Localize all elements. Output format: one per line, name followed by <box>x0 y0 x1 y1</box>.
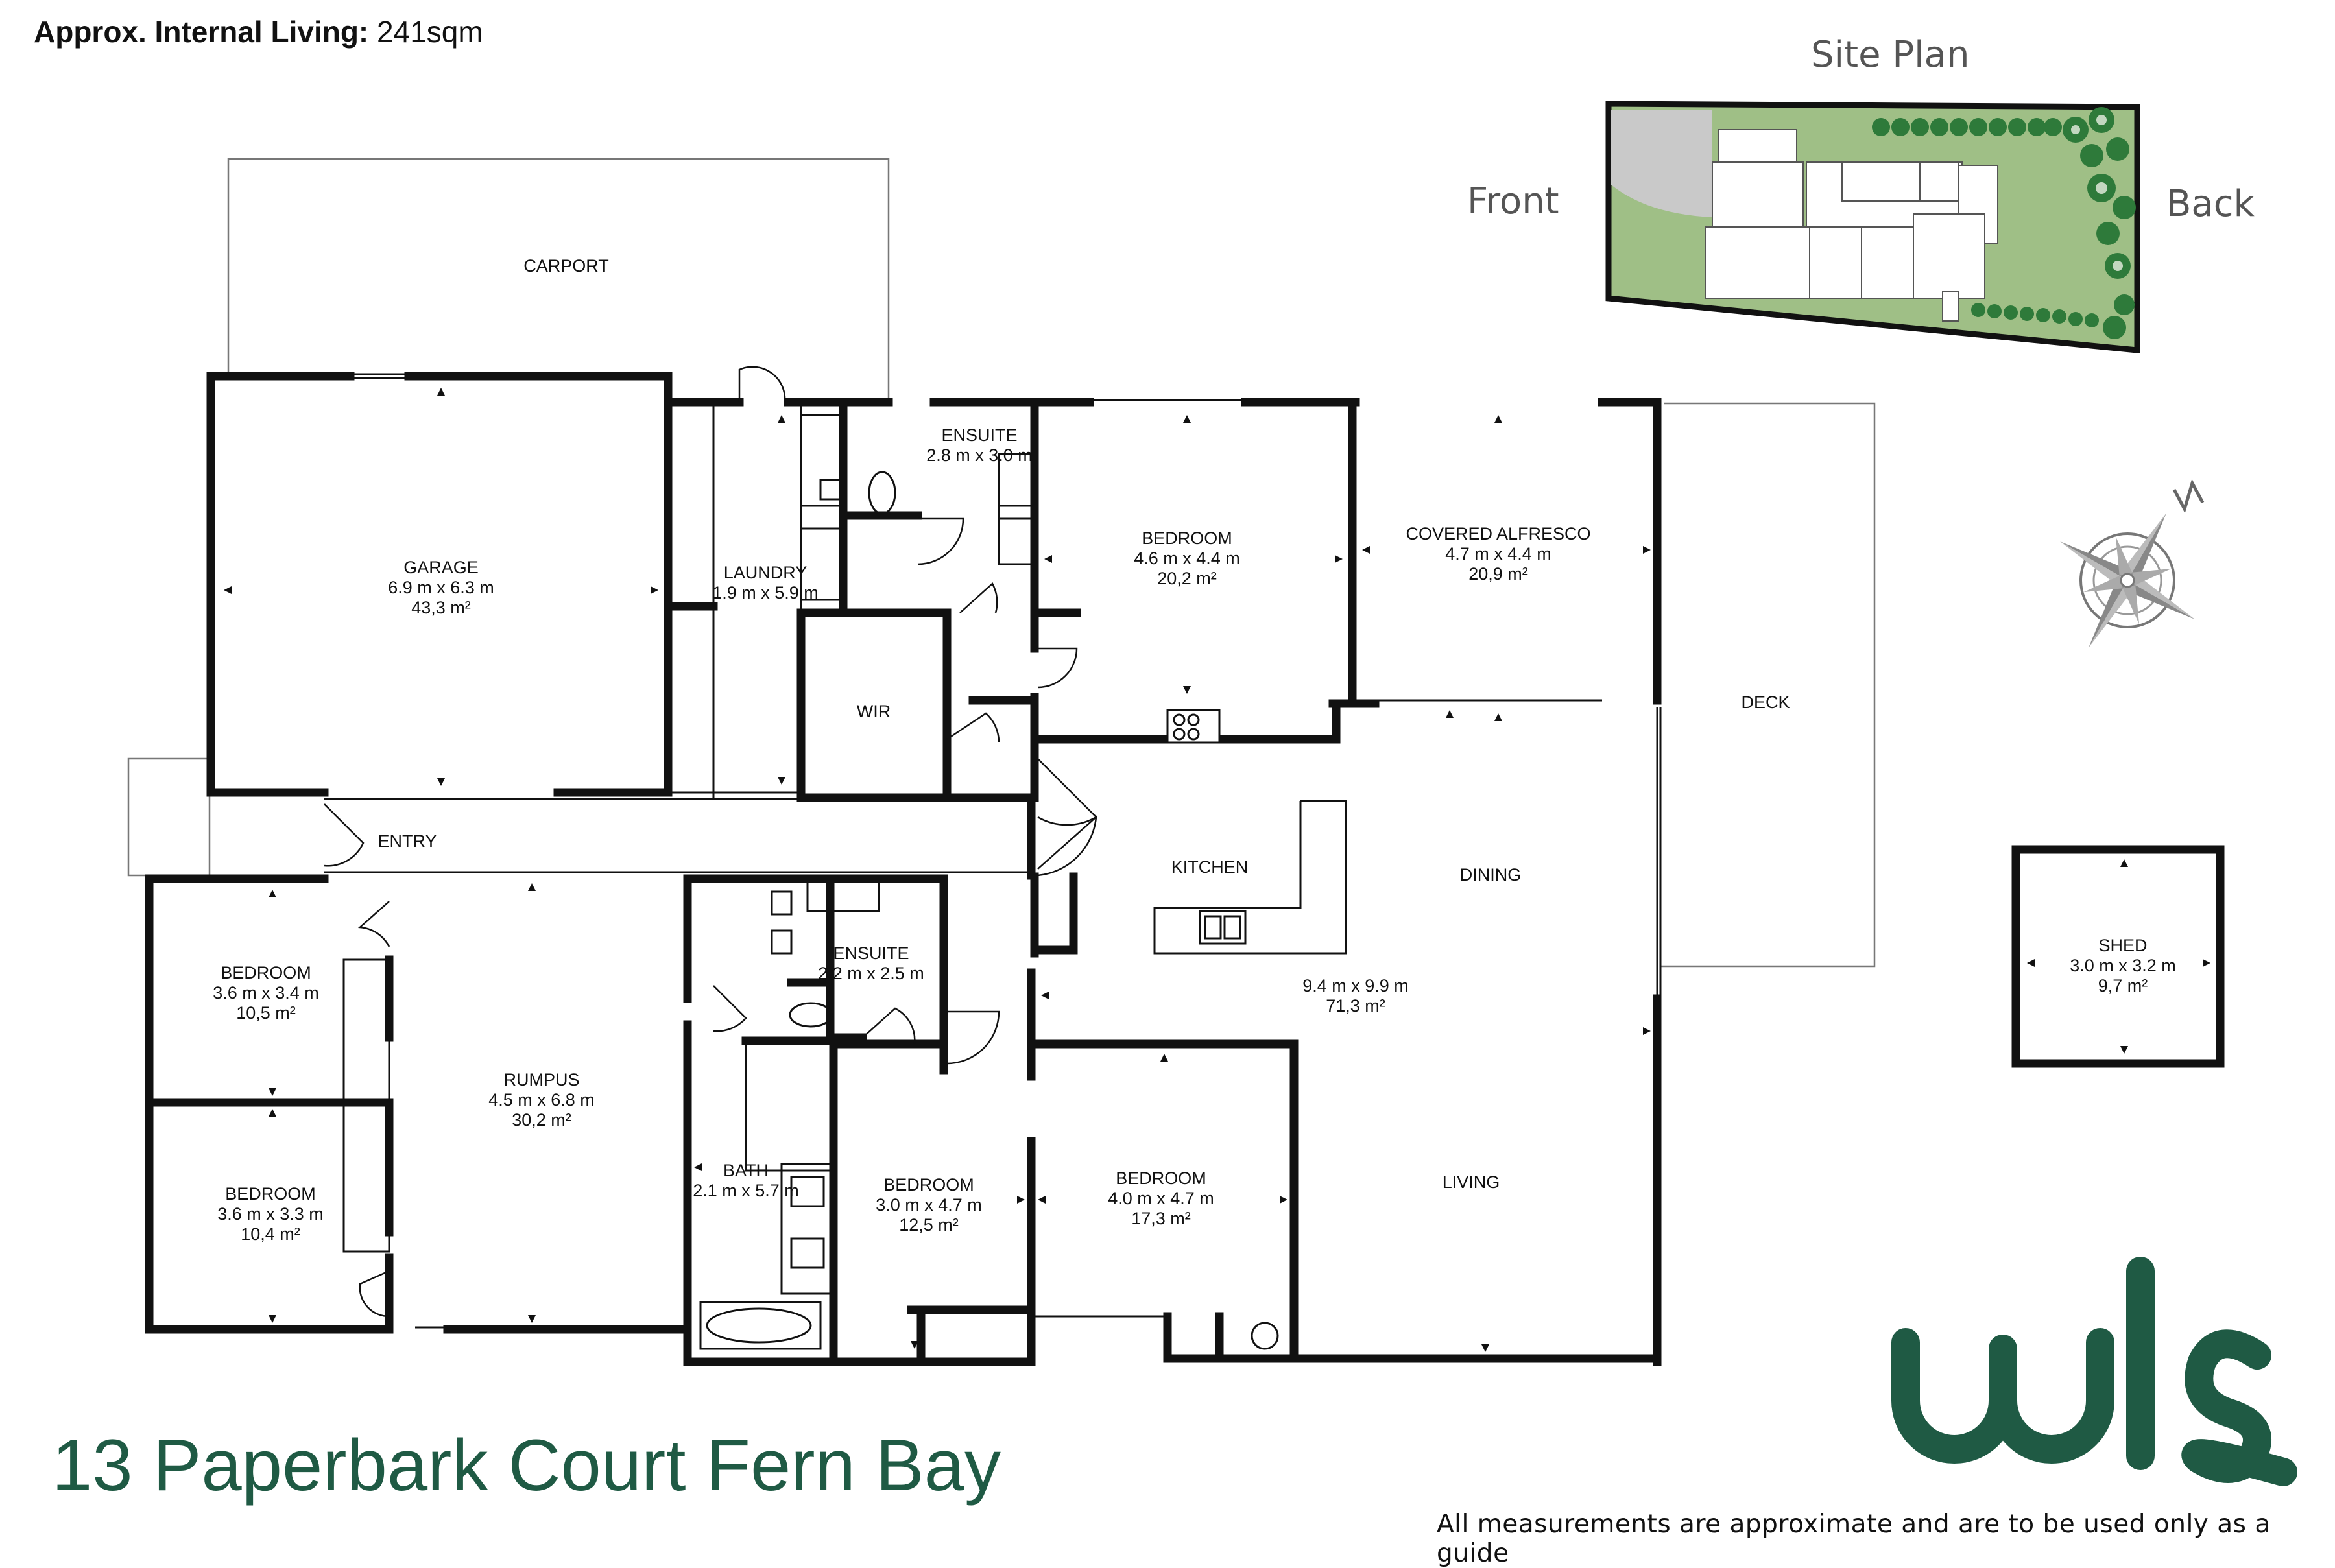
internal-living-label: Approx. Internal Living: <box>34 15 369 49</box>
room-garage-area: 43,3 m² <box>411 598 471 617</box>
room-ensuite-2-name: ENSUITE <box>833 944 909 963</box>
room-rumpus-area: 30,2 m² <box>512 1110 571 1130</box>
room-entry: ENTRY <box>377 831 437 851</box>
room-bedroom-a-area: 10,5 m² <box>236 1003 296 1023</box>
room-dining: DINING <box>1460 865 1522 885</box>
room-wir-name: WIR <box>856 702 891 721</box>
room-wir: WIR <box>857 702 891 722</box>
interior-lines <box>150 373 2173 1361</box>
door-swings <box>324 366 1098 1318</box>
north-compass-icon <box>2060 479 2205 648</box>
dimension-arrows <box>224 388 2210 1352</box>
room-carport: CARPORT <box>523 256 609 276</box>
room-bedroom-d-dims: 4.0 m x 4.7 m <box>1108 1189 1214 1208</box>
internal-living-value: 241sqm <box>377 15 483 49</box>
room-garage-name: GARAGE <box>403 558 479 577</box>
site-plan-back-label: Back <box>2166 183 2255 225</box>
room-laundry-dims: 1.9 m x 5.9 m <box>712 583 819 602</box>
room-bath-dims: 2.1 m x 5.7 m <box>693 1181 799 1200</box>
room-bedroom-b: BEDROOM 3.6 m x 3.3 m 10,4 m² <box>217 1184 324 1244</box>
room-shed-name: SHED <box>2098 936 2148 955</box>
room-alfresco-name: COVERED ALFRESCO <box>1406 524 1591 543</box>
site-plan-map <box>1605 101 2140 353</box>
room-deck: DECK <box>1741 693 1790 713</box>
room-bedroom-a-name: BEDROOM <box>221 963 311 982</box>
room-ensuite-main: ENSUITE 2.8 m x 3.0 m <box>926 425 1033 466</box>
room-bedroom-c-area: 12,5 m² <box>899 1215 959 1235</box>
room-entry-name: ENTRY <box>377 831 437 851</box>
room-bedroom-a: BEDROOM 3.6 m x 3.4 m 10,5 m² <box>213 963 319 1023</box>
room-bedroom-d-name: BEDROOM <box>1116 1169 1206 1188</box>
open-plan-area: 71,3 m² <box>1326 996 1385 1016</box>
room-bedroom-b-name: BEDROOM <box>225 1184 316 1204</box>
room-bedroom-a-dims: 3.6 m x 3.4 m <box>213 983 319 1003</box>
room-bedroom-main-dims: 4.6 m x 4.4 m <box>1134 549 1240 568</box>
room-bedroom-c-name: BEDROOM <box>883 1175 974 1194</box>
room-covered-alfresco: COVERED ALFRESCO 4.7 m x 4.4 m 20,9 m² <box>1406 524 1590 584</box>
room-garage-dims: 6.9 m x 6.3 m <box>388 578 494 597</box>
room-bath: BATH 2.1 m x 5.7 m <box>693 1161 799 1201</box>
room-bedroom-main-area: 20,2 m² <box>1157 569 1217 588</box>
room-bedroom-c: BEDROOM 3.0 m x 4.7 m 12,5 m² <box>876 1175 982 1235</box>
room-kitchen: KITCHEN <box>1171 857 1249 877</box>
room-bedroom-d-area: 17,3 m² <box>1131 1209 1191 1228</box>
room-alfresco-area: 20,9 m² <box>1468 564 1528 584</box>
room-laundry: LAUNDRY 1.9 m x 5.9 m <box>712 563 819 603</box>
internal-living-summary: Approx. Internal Living: 241sqm <box>34 14 483 49</box>
room-laundry-name: LAUNDRY <box>723 563 808 582</box>
room-ensuite-main-name: ENSUITE <box>941 425 1018 445</box>
room-alfresco-dims: 4.7 m x 4.4 m <box>1445 544 1551 564</box>
room-deck-name: DECK <box>1741 693 1790 712</box>
room-ensuite-2-dims: 2.2 m x 2.5 m <box>818 964 924 983</box>
room-open-plan-dims: 9.4 m x 9.9 m 71,3 m² <box>1302 976 1409 1016</box>
room-ensuite-main-dims: 2.8 m x 3.0 m <box>926 445 1033 465</box>
room-shed: SHED 3.0 m x 3.2 m 9,7 m² <box>2070 936 2176 996</box>
room-carport-name: CARPORT <box>523 256 609 276</box>
room-bedroom-main: BEDROOM 4.6 m x 4.4 m 20,2 m² <box>1134 529 1240 589</box>
room-rumpus-dims: 4.5 m x 6.8 m <box>488 1090 595 1110</box>
room-living-name: LIVING <box>1442 1172 1500 1192</box>
room-rumpus: RUMPUS 4.5 m x 6.8 m 30,2 m² <box>488 1070 595 1130</box>
measurement-disclaimer: All measurements are approximate and are… <box>1437 1510 2271 1568</box>
room-shed-area: 9,7 m² <box>2098 976 2148 995</box>
open-plan-dims: 9.4 m x 9.9 m <box>1302 976 1409 995</box>
room-bedroom-c-dims: 3.0 m x 4.7 m <box>876 1195 982 1215</box>
room-shed-dims: 3.0 m x 3.2 m <box>2070 956 2176 975</box>
site-plan-front-label: Front <box>1467 180 1559 222</box>
room-rumpus-name: RUMPUS <box>503 1070 580 1089</box>
room-living: LIVING <box>1443 1172 1500 1193</box>
room-kitchen-name: KITCHEN <box>1171 857 1249 877</box>
room-bath-name: BATH <box>723 1161 769 1180</box>
room-dining-name: DINING <box>1459 865 1522 885</box>
room-ensuite-2: ENSUITE 2.2 m x 2.5 m <box>818 944 924 984</box>
room-bedroom-b-dims: 3.6 m x 3.3 m <box>217 1204 324 1224</box>
room-bedroom-b-area: 10,4 m² <box>241 1224 300 1244</box>
site-plan-title: Site Plan <box>1811 34 1970 76</box>
room-garage: GARAGE 6.9 m x 6.3 m 43,3 m² <box>388 558 494 618</box>
room-bedroom-main-name: BEDROOM <box>1142 529 1232 548</box>
wls-logo <box>1891 1257 2297 1486</box>
room-bedroom-d: BEDROOM 4.0 m x 4.7 m 17,3 m² <box>1108 1169 1214 1229</box>
property-address: 13 Paperbark Court Fern Bay <box>52 1425 1001 1506</box>
